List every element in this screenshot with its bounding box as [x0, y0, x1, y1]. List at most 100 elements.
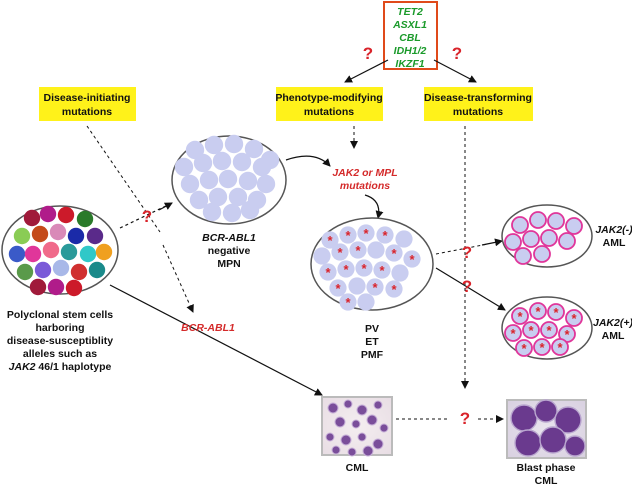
mpn-cell	[208, 187, 228, 207]
cml-cell	[347, 447, 357, 457]
pv-cell-marker: *	[372, 280, 378, 295]
poly-cell	[65, 279, 83, 297]
cml-cell	[362, 445, 374, 457]
label-disease-transforming: Disease-transforming mutations	[424, 87, 533, 121]
polyclonal-jak2: JAK2	[9, 361, 36, 373]
poly-cell	[79, 245, 97, 263]
pv-cell	[376, 226, 394, 244]
arrow-poly-to-mpn-head	[158, 202, 173, 211]
cml-cells	[325, 399, 389, 457]
pv-cell	[313, 247, 331, 265]
polyclonal-line5: JAK2 46/1 haplotype	[9, 361, 112, 373]
aml-pos-cell-marker: *	[521, 341, 527, 356]
cml-cell	[379, 423, 389, 433]
poly-cell	[8, 245, 26, 263]
aml-neg-cell	[514, 247, 532, 265]
blast-cell	[534, 399, 558, 423]
label-phenotype-modifying: Phenotype-modifying mutations	[275, 87, 383, 121]
question-mark-blast: ?	[460, 409, 470, 428]
aml-neg-cell	[558, 232, 576, 250]
dashed-initiating-lower	[162, 244, 194, 313]
cml-cell	[373, 400, 383, 410]
pv-cell	[373, 261, 391, 279]
pv-cell	[395, 230, 413, 248]
poly-cell	[76, 210, 94, 228]
pv-cell-marker: *	[391, 282, 397, 297]
pv-cell	[321, 231, 339, 249]
aml-pos-cell-marker: *	[528, 323, 534, 338]
aml-jak2-positive-oval: ***********	[501, 296, 593, 360]
label-initiating-line2: mutations	[62, 106, 112, 118]
blast-cells	[510, 399, 586, 457]
aml-pos-cell	[504, 324, 522, 342]
question-mark-initiating: ?	[142, 207, 152, 226]
gene-tet2: TET2	[397, 6, 423, 18]
polyclonal-cells	[8, 205, 113, 297]
label-initiating-line1: Disease-initiating	[44, 92, 131, 104]
pv-cell	[385, 244, 403, 262]
cml-micrograph	[321, 396, 393, 457]
pv-cell-marker: *	[337, 245, 343, 260]
pv-cell	[391, 264, 409, 282]
arrow-poly-to-cml	[109, 284, 323, 396]
mpn-cell	[244, 139, 264, 159]
pv-cell	[331, 243, 349, 261]
polyclonal-line4: alleles such as	[23, 348, 97, 360]
aml-pos-cell	[515, 339, 533, 357]
pv-cell-marker: *	[391, 246, 397, 261]
jak2-mpl-line2: mutations	[340, 180, 390, 192]
aml-pos-cell-marker: *	[546, 323, 552, 338]
pv-cell	[329, 279, 347, 297]
poly-cell	[52, 259, 70, 277]
pv-cell	[339, 293, 357, 311]
mpn-cell	[174, 157, 194, 177]
poly-cell	[95, 243, 113, 261]
aml-neg-cell	[533, 245, 551, 263]
aml-pos-cell-marker: *	[564, 327, 570, 342]
jak2-mpl-line1: JAK2 or MPL	[332, 167, 397, 179]
pv-cells: ****************	[313, 224, 421, 311]
gene-ikzf1: IKZF1	[395, 58, 424, 70]
poly-cell	[70, 263, 88, 281]
mpn-cell	[256, 174, 276, 194]
aml-pos-cell-marker: *	[510, 326, 516, 341]
blast-cell	[564, 435, 586, 457]
mpn-cell	[199, 170, 219, 190]
label-pv: PV	[365, 323, 379, 335]
gene-box: TET2 ASXL1 CBL IDH1/2 IKZF1	[383, 1, 438, 70]
aml-pos-cell	[511, 307, 529, 325]
pv-cell	[385, 280, 403, 298]
pv-cell	[349, 241, 367, 259]
mpn-cell	[238, 171, 258, 191]
blast-cell	[554, 406, 582, 434]
pv-cell	[403, 250, 421, 268]
pv-cell-marker: *	[361, 261, 367, 276]
cml-cell	[366, 414, 378, 426]
mpn-cell	[204, 135, 224, 155]
aml-pos-cell-marker: *	[553, 305, 559, 320]
poly-cell	[23, 209, 41, 227]
cml-cell	[327, 402, 339, 414]
aml-pos-cell	[565, 309, 583, 327]
poly-cell	[86, 227, 104, 245]
bcr-abl1-arrow-label: BCR-ABL1	[181, 322, 235, 334]
aml-neg-cell	[529, 211, 547, 229]
label-pmf: PMF	[361, 349, 384, 361]
question-mark-aml-pos: ?	[462, 277, 472, 296]
arrow-jak2-to-pv	[364, 194, 384, 219]
gene-idh12: IDH1/2	[394, 45, 427, 57]
pv-et-pmf-oval: ****************	[310, 217, 434, 311]
bcr-abl1-negative-line2: MPN	[217, 258, 240, 270]
bcr-abl1-negative-line1: negative	[208, 245, 251, 257]
mpn-cell	[252, 157, 272, 177]
pv-cell-marker: *	[355, 243, 361, 258]
aml-neg-gene: JAK2(-)	[595, 224, 632, 236]
cml-cell	[331, 445, 341, 455]
poly-cell	[49, 223, 67, 241]
pv-cell	[339, 226, 357, 244]
gene-cbl: CBL	[399, 32, 421, 44]
aml-jak2-negative-oval	[501, 204, 593, 268]
cml-cell	[351, 419, 361, 429]
aml-pos-cell-marker: *	[557, 340, 563, 355]
pv-cell	[319, 263, 337, 281]
